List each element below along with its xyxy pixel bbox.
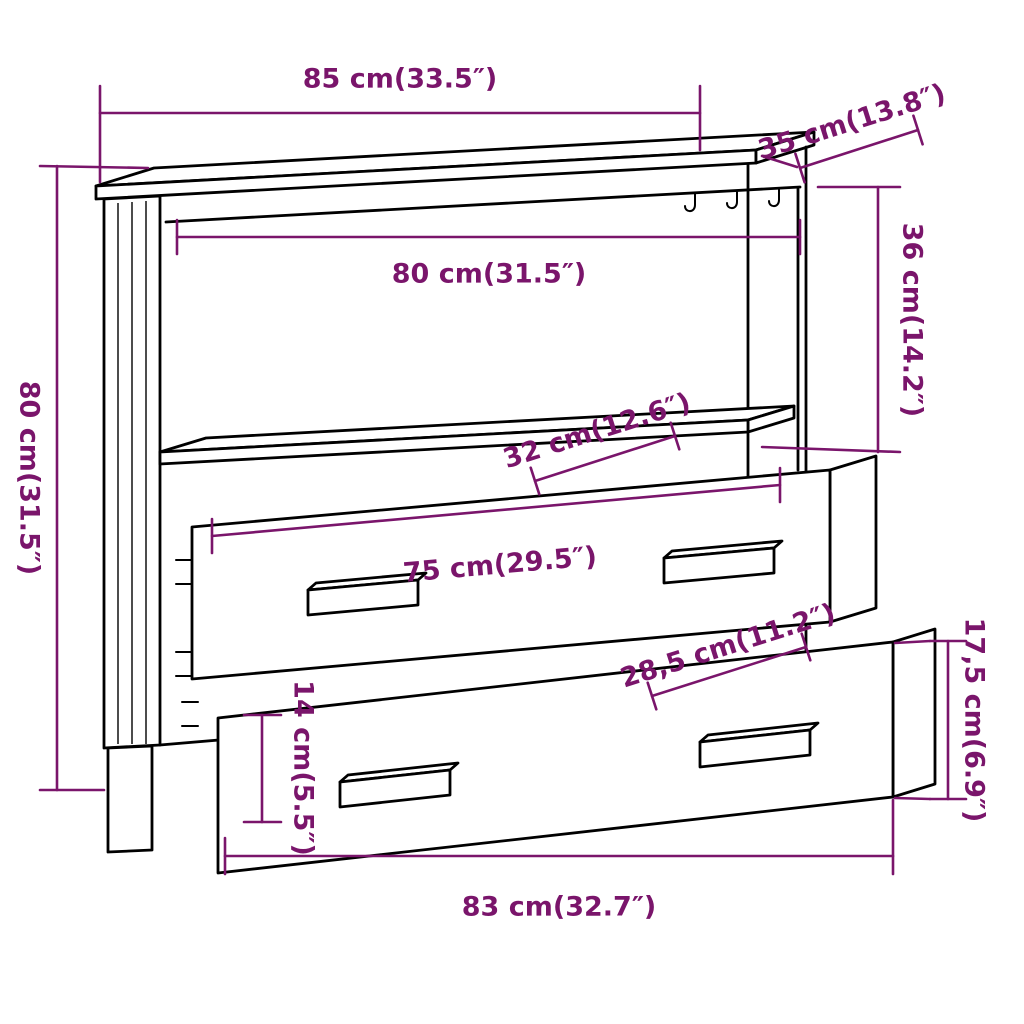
drawer-handle [306, 578, 420, 617]
dimension-label-drawer-total-height: 17,5 cm(6.9″) [959, 618, 990, 823]
hook-icon [684, 193, 696, 213]
cabinet-line-art [94, 130, 937, 875]
dimension-label-inner-width: 80 cm(31.5″) [392, 259, 586, 290]
dimension-compartment-height: 36 cm(14.2″) [760, 185, 928, 454]
interior-back-rail [164, 185, 802, 224]
dimension-label-overall-depth: 35 cm(13.8″) [755, 78, 950, 166]
dimension-drawer-total-height: 17,5 cm(6.9″) [893, 618, 990, 823]
middle-drawer-side [828, 454, 878, 624]
top-board-right-edge [754, 130, 816, 165]
bottom-drawer-front [216, 640, 895, 875]
hook-icon [768, 188, 780, 208]
dimension-label-compartment-height: 36 cm(14.2″) [897, 223, 928, 417]
dimension-inner-width: 80 cm(31.5″) [175, 218, 802, 290]
drawer-handle [698, 728, 812, 769]
dimension-label-base-width: 83 cm(32.7″) [462, 892, 656, 923]
dimension-label-drawer-front-height: 14 cm(5.5″) [288, 680, 319, 856]
left-foot [106, 744, 154, 854]
dimension-base-width: 83 cm(32.7″) [223, 798, 895, 923]
dimension-overall-height: 80 cm(31.5″) [14, 164, 150, 792]
dimension-drawer-front-height: 14 cm(5.5″) [242, 680, 319, 856]
bottom-drawer [216, 627, 937, 875]
drawer-handle [338, 768, 452, 809]
dimension-overall-width: 85 cm(33.5″) [98, 64, 702, 184]
hook-icon [726, 190, 738, 210]
dimension-shelf-depth: 32 cm(12.6″) [500, 387, 694, 496]
dimension-overall-depth: 35 cm(13.8″) [755, 78, 950, 184]
drawer-runner-marks [175, 559, 199, 727]
dimension-label-overall-width: 85 cm(33.5″) [303, 64, 497, 95]
bottom-drawer-side [891, 627, 937, 799]
drawer-handle [662, 546, 776, 585]
dimension-label-overall-height: 80 cm(31.5″) [14, 381, 45, 575]
shelf-front-edge [158, 418, 750, 466]
